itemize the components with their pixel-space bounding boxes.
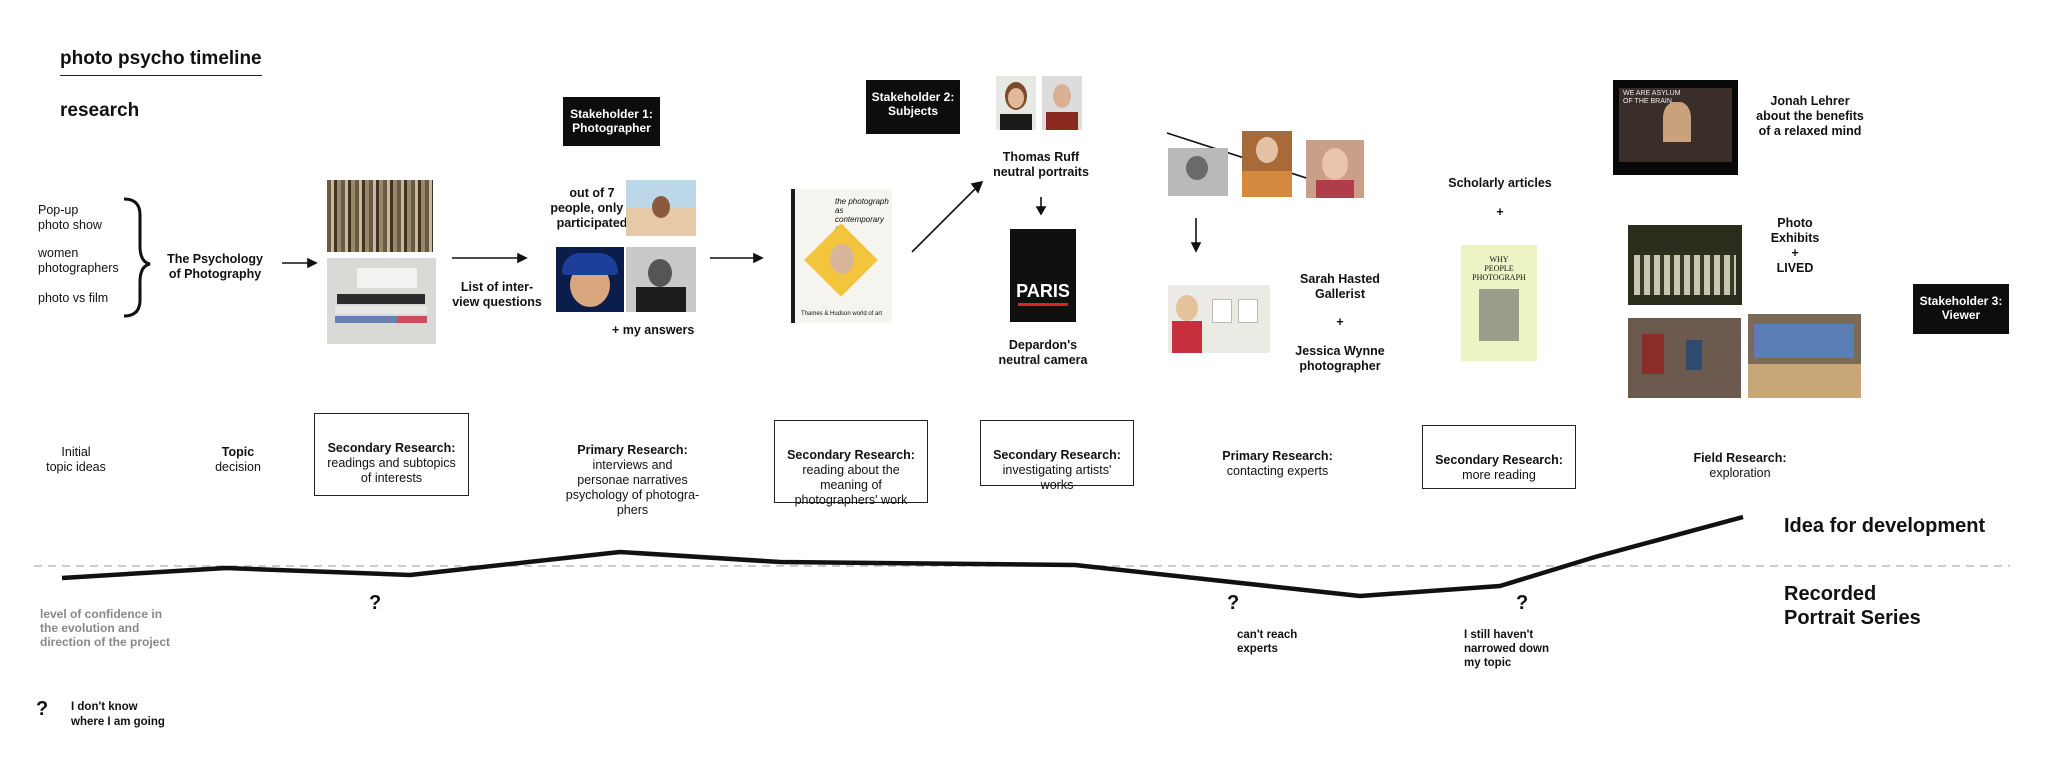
interview-questions-label: List of inter- view questions (452, 280, 542, 309)
legend-question-mark: ? (36, 698, 49, 720)
section-heading: research (60, 100, 140, 121)
confidence-label: level of confidence in the evolution and… (40, 607, 171, 649)
legend-text: I don't know where I am going (71, 701, 165, 728)
my-answers-label: + my answers (612, 323, 695, 337)
stage-secondary-artists: Secondary Research:investigating artists… (980, 420, 1134, 492)
idea-for-development-label: Idea for development (1784, 515, 1986, 537)
stage-secondary-meaning: Secondary Research:reading about the mea… (774, 420, 928, 507)
portrait-photo-blue-hair (556, 247, 624, 312)
sarah-hasted-label: Sarah Hasted Gallerist (1300, 272, 1380, 301)
sarah-hasted-photo (1168, 285, 1270, 353)
ruff-portrait-1 (996, 76, 1036, 130)
why-people-photograph-book: WHY PEOPLE PHOTOGRAPH (1461, 245, 1537, 361)
question-mark-2: ? (1227, 592, 1240, 614)
question-mark-1: ? (369, 592, 382, 614)
question-mark-3: ? (1516, 592, 1529, 614)
expert-photo-glasses (1306, 140, 1364, 198)
exhibits-label: Photo Exhibits + LIVED (1770, 216, 1820, 275)
portrait-photo-beach (626, 180, 696, 236)
stage-field-research: Field Research:exploration (1693, 451, 1787, 480)
scholarly-articles-label: Scholarly articles (1448, 176, 1552, 190)
stakeholder-3: Stakeholder 3: Viewer (1913, 284, 2009, 334)
cant-reach-experts-note: can't reach experts (1237, 629, 1298, 655)
stage-primary-interviews: Primary Research:interviews and personae… (565, 443, 700, 517)
paris-book-cover: PARIS (1010, 229, 1076, 322)
expert-photo-bw (1168, 148, 1228, 196)
plus-sign-scholarly: + (1496, 205, 1504, 219)
stakeholder-1: Stakeholder 1: Photographer (563, 97, 660, 146)
page-title: photo psycho timeline (60, 48, 262, 76)
stage-secondary-more-reading: Secondary Research:more reading (1422, 425, 1576, 489)
idea-popup-show: Pop-up photo show (38, 203, 102, 232)
jessica-wynne-label: Jessica Wynne photographer (1295, 344, 1385, 373)
exhibit-photo-crowd (1748, 314, 1861, 398)
stakeholder-2: Stakeholder 2: Subjects (866, 80, 960, 134)
stage-secondary-readings: Secondary Research:readings and subtopic… (314, 413, 469, 496)
library-shelves-photo (327, 180, 433, 252)
ruff-portrait-2 (1042, 76, 1082, 130)
book-cover-photograph-as-art: the photograph as contemporary art Thame… (791, 189, 892, 323)
recorded-portrait-series-label: Recorded Portrait Series (1784, 583, 1921, 629)
books-stack-photo (327, 258, 436, 344)
exhibit-photo-gallery (1628, 318, 1741, 398)
idea-women-photographers: women photographers (38, 246, 119, 275)
expert-photo-speaker (1242, 131, 1292, 197)
psychology-label: The Psychology of Photography (167, 252, 263, 281)
lehrer-video-still: WE ARE ASYLUM OF THE BRAIN (1613, 80, 1738, 175)
not-narrowed-note: I still haven't narrowed down my topic (1464, 629, 1549, 669)
depardon-label: Depardon's neutral camera (998, 338, 1088, 367)
stage-primary-experts: Primary Research:contacting experts (1222, 449, 1333, 478)
portrait-photo-bw-man (626, 247, 696, 312)
ruff-label: Thomas Ruff neutral portraits (993, 150, 1089, 179)
exhibit-photo-hall (1628, 225, 1742, 305)
confidence-line (61, 514, 1744, 599)
idea-photo-vs-film: photo vs film (38, 291, 109, 305)
lehrer-label: Jonah Lehrer about the benefits of a rel… (1756, 94, 1864, 138)
curly-brace (123, 197, 151, 318)
plus-sign: + (1336, 315, 1344, 329)
